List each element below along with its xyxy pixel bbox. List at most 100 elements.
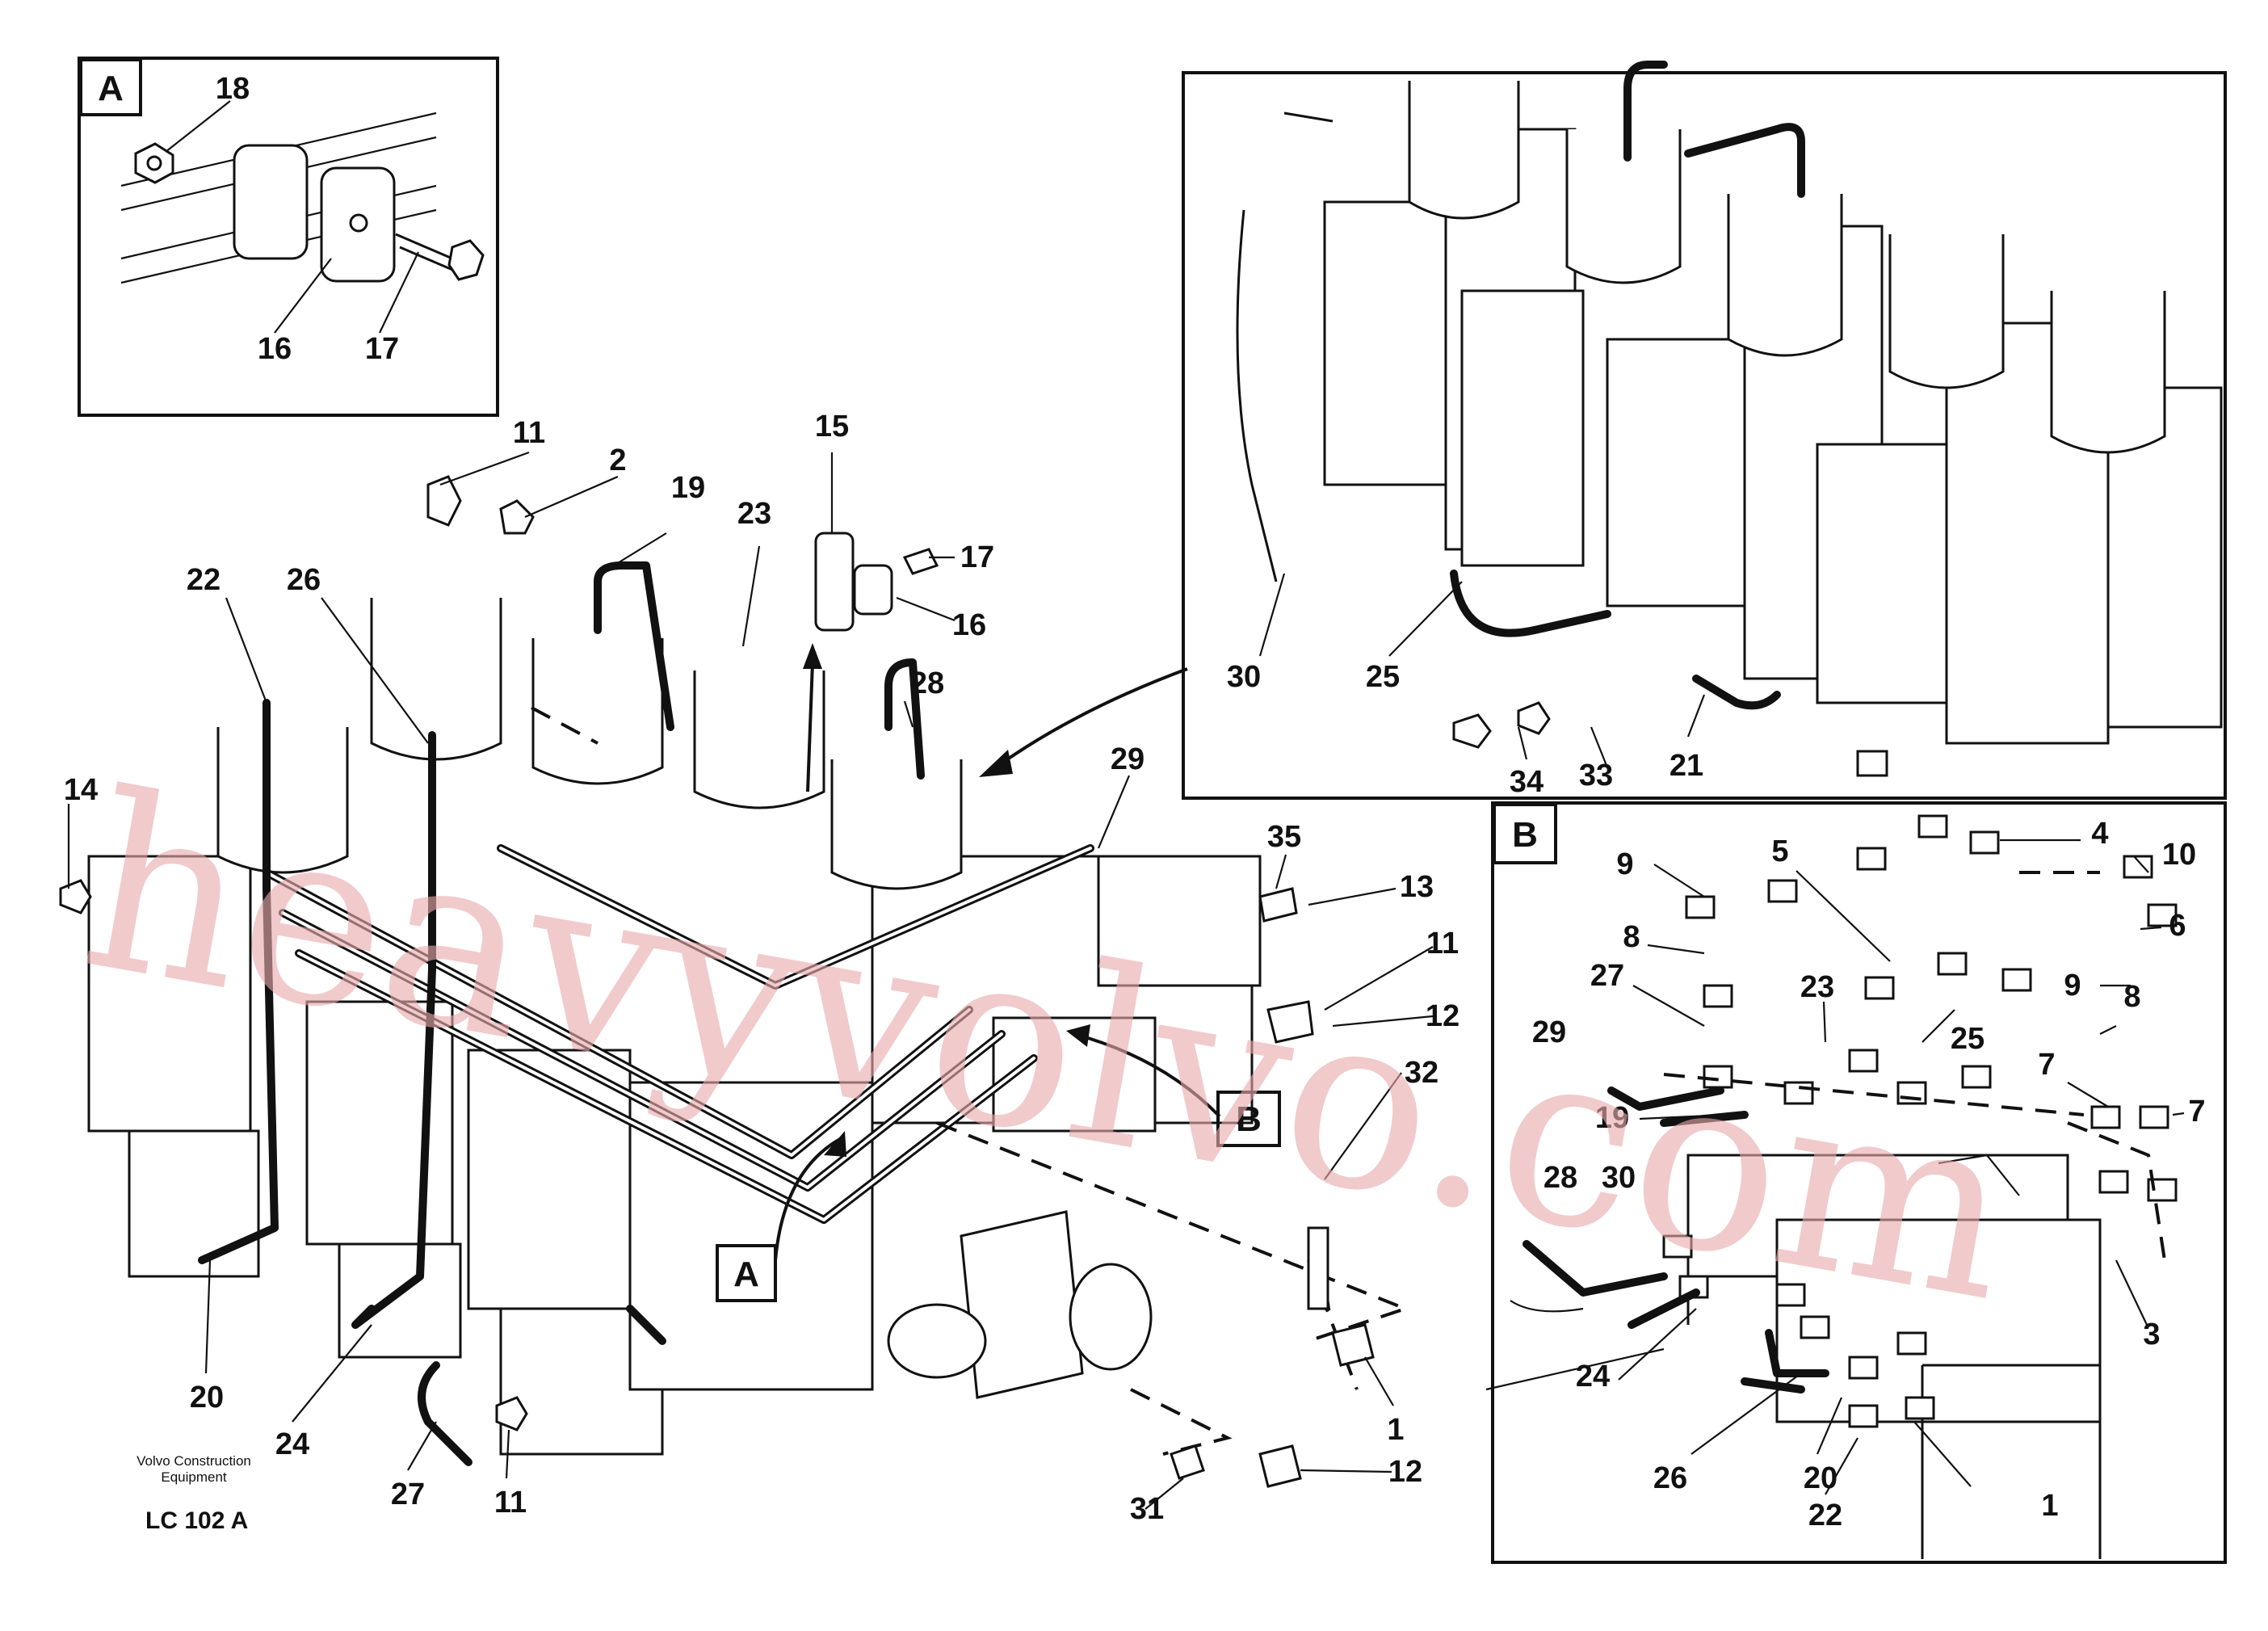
detail-b-bottom-pipes bbox=[1522, 1087, 1829, 1393]
main-fitting-31 bbox=[1170, 1444, 1205, 1480]
detail-b-top-pipe-upper bbox=[1623, 61, 1805, 198]
main-fitting-13 bbox=[1258, 887, 1298, 923]
label-30-detail-b-top: 30 bbox=[1227, 660, 1261, 694]
main-flange-disc bbox=[1069, 1263, 1153, 1371]
main-shaft-end bbox=[887, 1303, 987, 1379]
label-29-main: 29 bbox=[1111, 742, 1144, 776]
label-8b-detail-b: 8 bbox=[2123, 980, 2140, 1014]
main-fitting-2 bbox=[499, 499, 535, 535]
footer-maker-line2: Equipment bbox=[161, 1469, 227, 1485]
detail-b-bottom-tag bbox=[1493, 803, 1557, 864]
label-20-main: 20 bbox=[190, 1381, 224, 1415]
footer-maker-line1: Volvo Construction bbox=[136, 1453, 251, 1469]
label-35-main: 35 bbox=[1267, 820, 1301, 854]
detail-b-top-dome-3 bbox=[1727, 194, 1843, 357]
main-clip-15 bbox=[814, 532, 855, 632]
label-29-detail-b: 29 bbox=[1532, 1015, 1566, 1049]
detail-a-clamp-left bbox=[233, 144, 309, 260]
label-11-main-top: 11 bbox=[513, 416, 545, 450]
detail-b-top-solenoid-1 bbox=[1323, 200, 1447, 486]
label-8-detail-b: 8 bbox=[1623, 920, 1640, 954]
main-valve-foot-1 bbox=[128, 1129, 260, 1278]
label-13-main: 13 bbox=[1400, 870, 1434, 904]
main-dome-1 bbox=[216, 727, 349, 874]
main-dome-4 bbox=[693, 670, 825, 809]
main-flange-block bbox=[960, 1210, 1084, 1399]
detail-a-clamp-hole bbox=[349, 213, 368, 233]
main-arrow-from-a bbox=[774, 1137, 841, 1261]
main-bolt-17 bbox=[902, 548, 939, 575]
detail-b-bottom-title: B bbox=[1512, 815, 1538, 855]
detail-a-leaders bbox=[165, 100, 419, 334]
detail-a-bolt-shank bbox=[395, 233, 457, 273]
label-24-main: 24 bbox=[275, 1427, 309, 1461]
label-22-detail-b: 22 bbox=[1808, 1499, 1842, 1532]
detail-b-top-dome-2 bbox=[1565, 129, 1682, 284]
label-11-main-bot: 11 bbox=[494, 1486, 527, 1520]
detail-b-top-pipe-lower bbox=[1450, 570, 1781, 710]
label-12-main-bot: 12 bbox=[1388, 1455, 1422, 1489]
label-23-detail-b: 23 bbox=[1800, 970, 1834, 1004]
main-arrow-head-clip bbox=[803, 643, 822, 669]
label-27-main: 27 bbox=[391, 1478, 425, 1511]
detail-b-top-solenoid-3 bbox=[1606, 338, 1746, 607]
label-34-detail-b-top: 34 bbox=[1510, 765, 1544, 799]
label-20-detail-b: 20 bbox=[1804, 1461, 1838, 1495]
label-26-main: 26 bbox=[287, 563, 321, 597]
label-6-detail-b: 6 bbox=[2169, 909, 2186, 943]
detail-b-top-fitting-34 bbox=[1452, 713, 1492, 749]
label-23-main: 23 bbox=[737, 497, 771, 531]
main-arrow-from-b bbox=[1073, 1032, 1221, 1118]
main-callout-a: A bbox=[733, 1255, 759, 1294]
main-callout-b-box bbox=[1216, 1091, 1281, 1147]
main-fitting-11-top bbox=[426, 475, 462, 527]
detail-a-frame bbox=[78, 57, 499, 417]
label-5-detail-b: 5 bbox=[1771, 834, 1788, 868]
detail-b-top-dome-5 bbox=[2050, 291, 2166, 454]
label-17-detail-a: 17 bbox=[365, 332, 399, 366]
detail-a-bolt-head bbox=[447, 239, 485, 281]
label-3-detail-b: 3 bbox=[2143, 1318, 2160, 1351]
label-25-detail-b: 25 bbox=[1951, 1022, 1984, 1056]
label-16-main: 16 bbox=[952, 608, 986, 642]
detail-b-top-solenoid-4 bbox=[1816, 443, 1956, 704]
detail-b-top-panel: 30 25 34 33 21 bbox=[1182, 61, 2227, 800]
detail-b-bottom-panel: B bbox=[1485, 801, 2227, 1564]
label-7b-detail-b: 7 bbox=[2188, 1095, 2205, 1129]
label-25-detail-b-top: 25 bbox=[1366, 660, 1400, 694]
label-16-detail-a: 16 bbox=[258, 332, 292, 366]
main-bolt-32-shank bbox=[1307, 1226, 1329, 1310]
label-17-main: 17 bbox=[960, 540, 994, 574]
main-leaders bbox=[67, 451, 1434, 1510]
label-27-detail-b: 27 bbox=[1590, 959, 1624, 993]
detail-b-top-fitting-33 bbox=[1517, 701, 1551, 735]
detail-b-top-fitting-bottom bbox=[1856, 750, 1888, 777]
footer-drawing-code: LC 102 A bbox=[145, 1507, 248, 1534]
main-fitting-1 bbox=[1331, 1323, 1375, 1367]
detail-b-bottom-fittings bbox=[1662, 814, 2178, 1428]
detail-b-top-pipe-left bbox=[1236, 111, 1334, 582]
label-33-detail-b-top: 33 bbox=[1579, 759, 1613, 792]
label-7a-detail-b: 7 bbox=[2038, 1048, 2055, 1082]
main-tee-12 bbox=[1258, 1444, 1302, 1488]
label-28-detail-b: 28 bbox=[1544, 1161, 1577, 1195]
detail-b-bottom-dashed bbox=[1663, 871, 2166, 1261]
label-1-main: 1 bbox=[1387, 1413, 1404, 1447]
main-assembly-dashes bbox=[531, 706, 1410, 1456]
detail-b-top-solenoid-2 bbox=[1460, 289, 1585, 567]
label-9-detail-b: 9 bbox=[1616, 847, 1633, 881]
main-dome-5 bbox=[830, 759, 963, 890]
label-21-detail-b-top: 21 bbox=[1670, 749, 1703, 783]
label-18-detail-a: 18 bbox=[216, 72, 250, 106]
label-31-main: 31 bbox=[1130, 1492, 1164, 1526]
detail-b-bottom-thin-lines bbox=[1485, 1154, 2020, 1391]
main-pipe-27 bbox=[418, 1305, 666, 1466]
detail-b-bottom-leaders bbox=[1618, 839, 2185, 1495]
main-assembly: A B 11 2 19 23 15 17 16 22 26 28 29 14 3… bbox=[59, 410, 1460, 1526]
main-clip-16 bbox=[853, 564, 893, 616]
detail-a-nut-hole bbox=[146, 155, 162, 171]
footer: Volvo Construction Equipment LC 102 A bbox=[136, 1453, 251, 1534]
label-22-main: 22 bbox=[187, 563, 220, 597]
detail-b-top-leaders bbox=[1258, 573, 1706, 768]
